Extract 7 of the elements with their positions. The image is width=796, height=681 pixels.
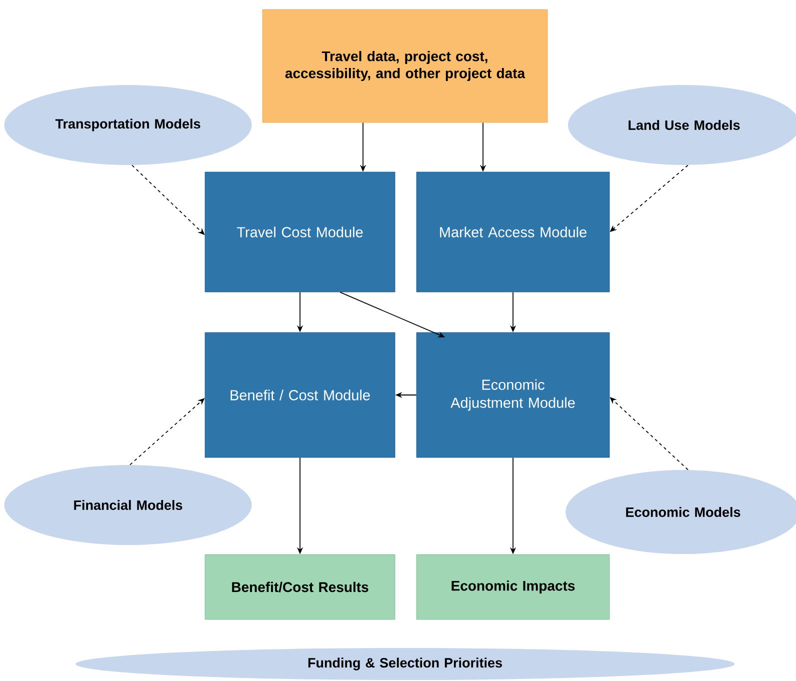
module-box: Market Access Module xyxy=(416,172,610,292)
module-box: Travel Cost Module xyxy=(204,172,396,292)
result-box: Benefit/Cost Results xyxy=(204,554,396,620)
result-box: Economic Impacts xyxy=(416,554,610,620)
data-box: Travel data, project cost, accessibility, and other project data xyxy=(262,9,548,123)
module-box: Benefit / Cost Module xyxy=(204,332,396,458)
module-box: Economic Adjustment Module xyxy=(416,332,610,458)
